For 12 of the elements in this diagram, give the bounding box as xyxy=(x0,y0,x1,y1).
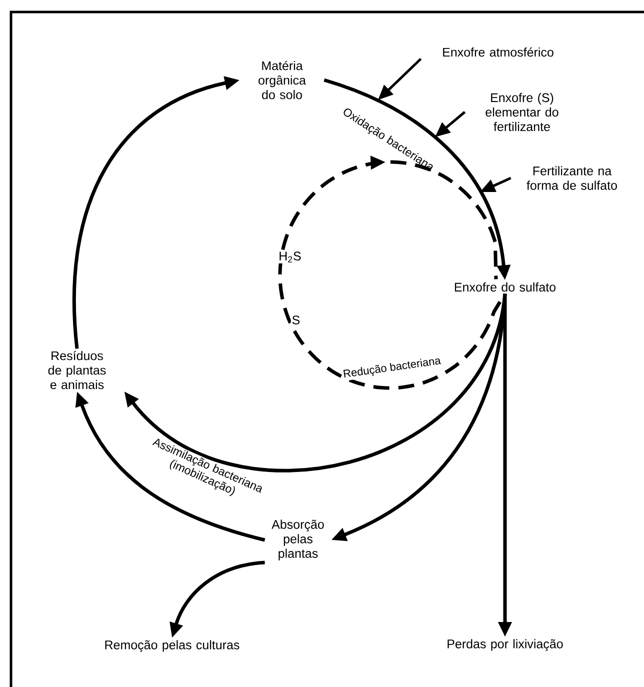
chemical-label: S xyxy=(290,314,302,326)
node-text: Remoção pelas culturas xyxy=(105,640,240,652)
node-text: Enxofre atmosférico xyxy=(443,47,554,57)
node-text: Enxofre do sulfato xyxy=(454,282,556,292)
node-text: Fertilizante na forma de sulfato xyxy=(526,166,617,190)
edge-label: Redução bacteriana xyxy=(341,354,443,382)
chemical-label: H$_{2}$S xyxy=(278,250,302,264)
node-text: Absorção pelas plantas xyxy=(272,520,324,560)
node-text: Matéria orgânica do solo xyxy=(258,60,306,100)
node-text: Perdas por lixiviação xyxy=(448,639,563,651)
node-text: Enxofre (S) elementar do fertilizante xyxy=(486,92,558,132)
node-text: Resíduos de plantas e animais xyxy=(48,350,106,390)
